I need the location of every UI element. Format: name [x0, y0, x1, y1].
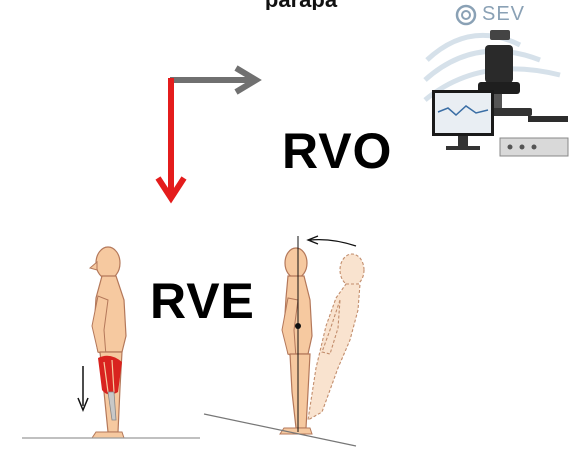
ground-line-right: [204, 414, 356, 446]
rvo-label: RVO: [282, 122, 392, 180]
gray-arrow-icon: [170, 68, 256, 92]
sway-arc-arrow-icon: [308, 236, 356, 246]
calf-muscle-icon: [98, 356, 122, 395]
chair-back-icon: [485, 45, 513, 83]
rve-label: RVE: [150, 272, 255, 330]
red-arrow-icon: [158, 78, 184, 198]
standing-figure-left: [78, 247, 126, 438]
swaying-figure-right: [280, 236, 364, 434]
down-arrow-icon: [78, 366, 88, 410]
sway-ghost-figure: [308, 254, 364, 420]
sev-logo-text: SEV: [482, 3, 525, 26]
